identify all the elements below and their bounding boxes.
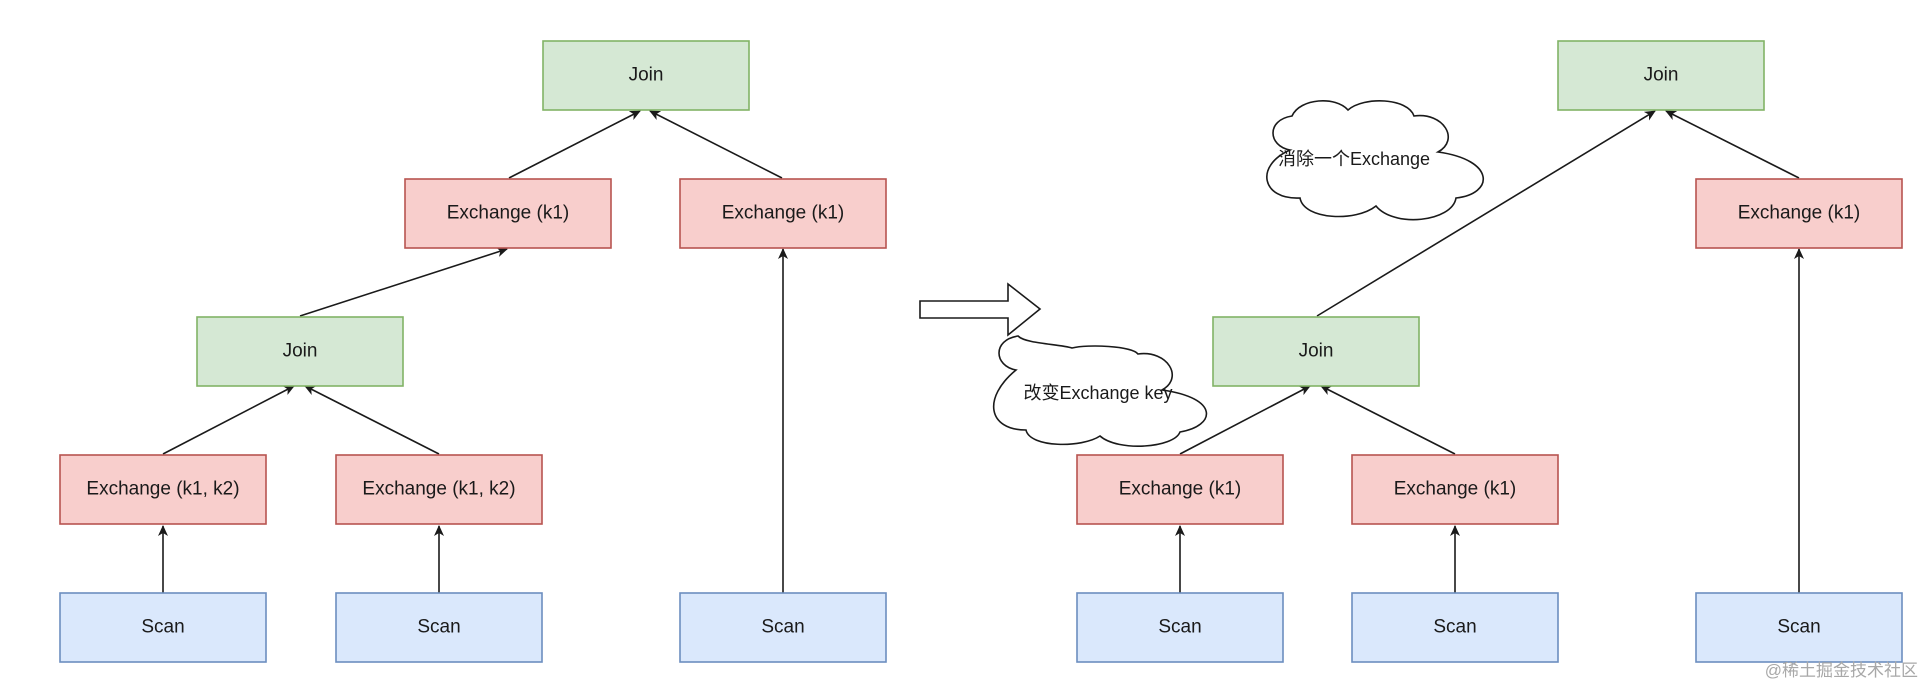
node-exchange-right: Exchange (k1) bbox=[679, 178, 887, 249]
node-label: Exchange (k1, k2) bbox=[362, 479, 515, 500]
right-edges bbox=[1175, 110, 1804, 593]
node-label: Join bbox=[1299, 341, 1334, 362]
node-label: Scan bbox=[417, 617, 460, 638]
node-exchange-left: Exchange (k1) bbox=[404, 178, 612, 249]
edge-exchange-a-to-join-mid bbox=[1179, 385, 1311, 455]
left-plan: Join Exchange (k1) Exchange (k1) Join Ex… bbox=[59, 40, 887, 663]
cloud-change-key: 改变Exchange key bbox=[992, 335, 1208, 447]
node-label: Join bbox=[629, 65, 664, 86]
node-exchange-right: Exchange (k1) bbox=[1695, 178, 1903, 249]
node-label: Join bbox=[1644, 65, 1679, 86]
left-edges bbox=[158, 110, 788, 593]
node-join-mid: Join bbox=[196, 316, 404, 387]
cloud-label: 消除一个Exchange bbox=[1278, 149, 1430, 169]
node-exchange-k1k2-a: Exchange (k1, k2) bbox=[59, 454, 267, 525]
cloud-label: 改变Exchange key bbox=[1023, 383, 1172, 403]
node-label: Join bbox=[283, 341, 318, 362]
node-label: Scan bbox=[1158, 617, 1201, 638]
edge-join-mid-to-join-top bbox=[1316, 110, 1656, 317]
node-scan-b: Scan bbox=[1351, 592, 1559, 663]
node-label: Scan bbox=[1777, 617, 1820, 638]
node-exchange-b: Exchange (k1) bbox=[1351, 454, 1559, 525]
node-scan-a: Scan bbox=[59, 592, 267, 663]
node-label: Scan bbox=[761, 617, 804, 638]
node-join-mid: Join bbox=[1212, 316, 1420, 387]
right-plan: Join Exchange (k1) Join Exchange (k1) Ex… bbox=[992, 40, 1903, 663]
node-label: Scan bbox=[1433, 617, 1476, 638]
node-scan-c: Scan bbox=[1695, 592, 1903, 663]
cloud-shape bbox=[992, 335, 1208, 447]
node-join-top: Join bbox=[542, 40, 750, 111]
cloud-remove-exchange: 消除一个Exchange bbox=[1266, 100, 1484, 221]
edge-join-mid-to-exchange-left bbox=[299, 247, 508, 317]
node-scan-b: Scan bbox=[335, 592, 543, 663]
node-label: Exchange (k1) bbox=[722, 203, 845, 224]
node-exchange-k1k2-b: Exchange (k1, k2) bbox=[335, 454, 543, 525]
edge-exchange-k1k2-a-to-join-mid bbox=[162, 385, 295, 455]
watermark-text: @稀土掘金技术社区 bbox=[1765, 661, 1918, 680]
node-label: Exchange (k1) bbox=[1394, 479, 1517, 500]
node-label: Scan bbox=[141, 617, 184, 638]
edge-exchange-left-to-join-top bbox=[508, 110, 641, 179]
edge-exchange-right-to-join-top bbox=[1665, 110, 1800, 179]
node-exchange-a: Exchange (k1) bbox=[1076, 454, 1284, 525]
node-join-top: Join bbox=[1557, 40, 1765, 111]
node-scan-a: Scan bbox=[1076, 592, 1284, 663]
node-label: Exchange (k1) bbox=[447, 203, 570, 224]
edge-exchange-k1k2-b-to-join-mid bbox=[304, 385, 440, 455]
transform-arrow-icon bbox=[919, 282, 1042, 337]
node-scan-c: Scan bbox=[679, 592, 887, 663]
node-label: Exchange (k1, k2) bbox=[86, 479, 239, 500]
edge-exchange-right-to-join-top bbox=[649, 110, 783, 179]
node-label: Exchange (k1) bbox=[1119, 479, 1242, 500]
edge-exchange-b-to-join-mid bbox=[1320, 385, 1456, 455]
cloud-shape bbox=[1266, 100, 1484, 221]
node-label: Exchange (k1) bbox=[1738, 203, 1861, 224]
